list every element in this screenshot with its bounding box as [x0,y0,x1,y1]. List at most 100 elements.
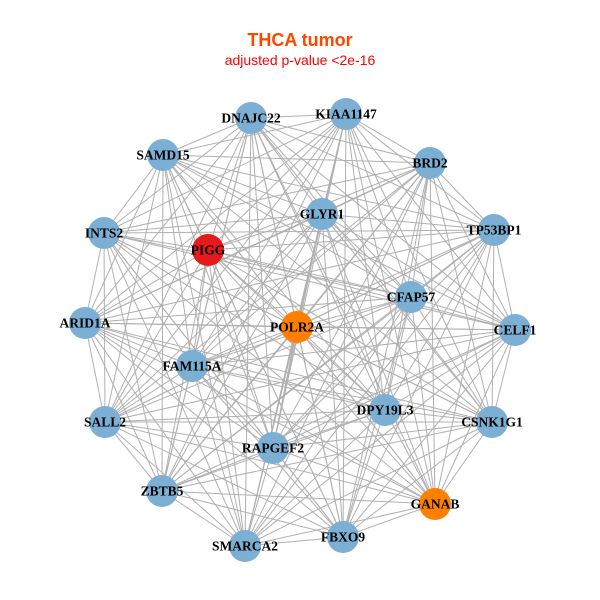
node-circle[interactable] [257,432,289,464]
node-CSNK1G1[interactable]: CSNK1G1 [461,406,523,438]
node-label: CSNK1G1 [461,415,523,430]
node-circle[interactable] [414,147,446,179]
edge-ARID1A-ZBTB5 [84,322,163,492]
node-circle[interactable] [229,530,261,562]
edge-DNAJC22-ARID1A [84,117,252,324]
edge-FAM115A-SALL2 [104,365,193,423]
edge-CELF1-SALL2 [104,329,516,423]
edge-KIAA1147-FBXO9 [342,113,347,538]
node-circle[interactable] [327,521,359,553]
node-circle[interactable] [88,217,120,249]
node-label: SAMD15 [136,148,189,163]
node-circle[interactable] [369,394,401,426]
edge-BRD2-INTS2 [103,162,431,234]
node-KIAA1147[interactable]: KIAA1147 [315,98,377,130]
node-GLYR1[interactable]: GLYR1 [300,198,345,230]
edge-SAMD15-ZBTB5 [161,154,164,492]
edge-SAMD15-INTS2 [103,154,164,234]
edge-TP53BP1-DPY19L3 [384,229,495,411]
edge-POLR2A-CELF1 [296,326,516,331]
edge-INTS2-TP53BP1 [103,229,495,234]
node-circle[interactable] [176,350,208,382]
node-circle[interactable] [476,406,508,438]
node-circle[interactable] [235,102,267,134]
node-INTS2[interactable]: INTS2 [85,217,124,249]
node-label: SALL2 [84,415,126,430]
edge-GLYR1-TP53BP1 [321,213,495,231]
edge-CFAP57-ZBTB5 [161,296,412,492]
node-circle[interactable] [395,281,427,313]
edge-KIAA1147-ZBTB5 [161,113,347,492]
node-SAMD15[interactable]: SAMD15 [136,139,190,171]
node-label: GLYR1 [300,207,345,222]
edge-INTS2-FAM115A [103,232,193,367]
node-circle[interactable] [89,406,121,438]
edge-DNAJC22-INTS2 [103,117,252,234]
node-circle[interactable] [147,139,179,171]
node-ZBTB5[interactable]: ZBTB5 [141,475,184,507]
edge-TP53BP1-ARID1A [84,229,495,324]
node-label: PIGG [191,243,226,258]
edge-DNAJC22-TP53BP1 [250,117,495,231]
edge-DPY19L3-FBXO9 [342,409,386,538]
edge-GLYR1-CSNK1G1 [321,213,493,423]
edge-TP53BP1-FBXO9 [342,229,495,538]
edge-ARID1A-FBXO9 [84,322,344,538]
node-SALL2[interactable]: SALL2 [84,406,126,438]
node-DNAJC22[interactable]: DNAJC22 [221,102,281,134]
node-label: ARID1A [59,316,110,331]
edge-ZBTB5-GANAB [161,490,436,505]
edge-RAPGEF2-FBXO9 [272,447,344,538]
edge-INTS2-CFAP57 [103,232,412,298]
node-DPY19L3[interactable]: DPY19L3 [357,394,414,426]
edge-POLR2A-FAM115A [191,326,298,367]
edge-SAMD15-BRD2 [162,154,431,164]
edge-SAMD15-TP53BP1 [162,154,495,231]
edge-KIAA1147-SAMD15 [162,113,347,156]
node-circle[interactable] [478,214,510,246]
node-label: INTS2 [85,226,124,241]
edge-PIGG-SALL2 [104,249,209,423]
edge-CSNK1G1-SMARCA2 [244,421,493,547]
edge-CELF1-SMARCA2 [244,329,516,547]
node-BRD2[interactable]: BRD2 [412,147,448,179]
edge-ARID1A-SMARCA2 [84,322,246,547]
node-POLR2A[interactable]: POLR2A [270,311,324,343]
node-ARID1A[interactable]: ARID1A [59,307,111,339]
node-TP53BP1[interactable]: TP53BP1 [467,214,522,246]
node-CELF1[interactable]: CELF1 [494,314,537,346]
node-GANAB[interactable]: GANAB [411,488,460,520]
edge-SAMD15-ARID1A [84,154,164,324]
edge-CSNK1G1-FBXO9 [342,421,493,538]
edge-PIGG-FBXO9 [207,249,344,538]
node-circle[interactable] [330,98,362,130]
edge-ARID1A-GANAB [84,322,436,505]
edge-GLYR1-CFAP57 [321,213,412,298]
edge-PIGG-SMARCA2 [207,249,246,547]
edge-DPY19L3-CSNK1G1 [384,409,493,423]
node-FBXO9[interactable]: FBXO9 [321,521,366,553]
node-circle[interactable] [146,475,178,507]
edge-FAM115A-SMARCA2 [191,365,246,547]
edge-PIGG-CFAP57 [207,249,412,298]
node-SMARCA2[interactable]: SMARCA2 [212,530,278,562]
node-circle[interactable] [69,307,101,339]
edge-DNAJC22-SALL2 [104,117,252,423]
edge-INTS2-PIGG [103,232,209,251]
node-circle[interactable] [281,311,313,343]
node-PIGG[interactable]: PIGG [191,234,226,266]
node-circle[interactable] [419,488,451,520]
edge-DNAJC22-GLYR1 [250,117,323,215]
edge-CFAP57-POLR2A [296,296,412,328]
node-RAPGEF2[interactable]: RAPGEF2 [242,432,304,464]
edge-SAMD15-CELF1 [162,154,516,331]
node-circle[interactable] [499,314,531,346]
node-label: DPY19L3 [357,403,414,418]
node-circle[interactable] [306,198,338,230]
node-FAM115A[interactable]: FAM115A [163,350,222,382]
edge-SALL2-FBXO9 [104,421,344,538]
node-circle[interactable] [192,234,224,266]
node-CFAP57[interactable]: CFAP57 [387,281,436,313]
edge-SMARCA2-FBXO9 [244,536,344,547]
